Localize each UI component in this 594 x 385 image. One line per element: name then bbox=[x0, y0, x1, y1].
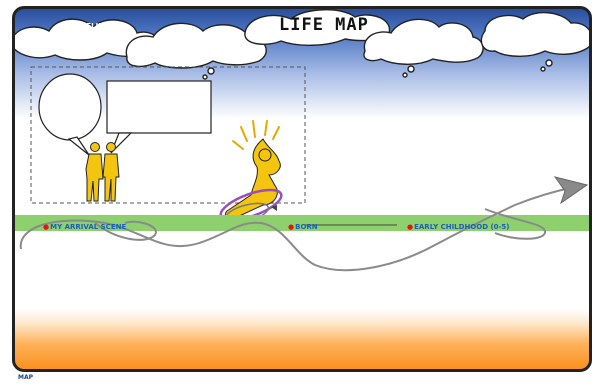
label-early-childhood: ●EARLY CHILDHOOD (0-5) bbox=[407, 223, 510, 232]
arrow-head bbox=[553, 176, 589, 205]
parent-figures bbox=[85, 142, 120, 202]
life-map-frame: LIFE MAP BELIEFS ●MY ARRIVAL SCENE ●BORN… bbox=[12, 6, 592, 372]
bullet-dot: ● bbox=[288, 223, 295, 231]
label-arrival-scene: ●MY ARRIVAL SCENE bbox=[43, 223, 126, 232]
footer-logo: MAP bbox=[18, 374, 34, 381]
speech-bubble-rect bbox=[106, 80, 212, 154]
cloud-right bbox=[363, 12, 589, 78]
cloud-center-left bbox=[125, 22, 267, 80]
label-born: ●BORN bbox=[288, 223, 318, 232]
early-childhood-text: EARLY CHILDHOOD (0-5) bbox=[414, 223, 510, 231]
born-text: BORN bbox=[295, 223, 318, 231]
timeline-band bbox=[15, 215, 589, 231]
life-map-artwork bbox=[15, 9, 589, 272]
speech-bubble-round bbox=[38, 73, 102, 156]
arrival-scene-box bbox=[30, 66, 306, 204]
bullet-dot: ● bbox=[43, 223, 50, 231]
page-title: LIFE MAP bbox=[279, 15, 369, 35]
arrival-text: MY ARRIVAL SCENE bbox=[50, 223, 127, 231]
life-path-arrow bbox=[19, 186, 576, 272]
beliefs-label: BELIEFS bbox=[81, 22, 113, 30]
bullet-dot: ● bbox=[407, 223, 414, 231]
baby-figure bbox=[219, 120, 283, 224]
